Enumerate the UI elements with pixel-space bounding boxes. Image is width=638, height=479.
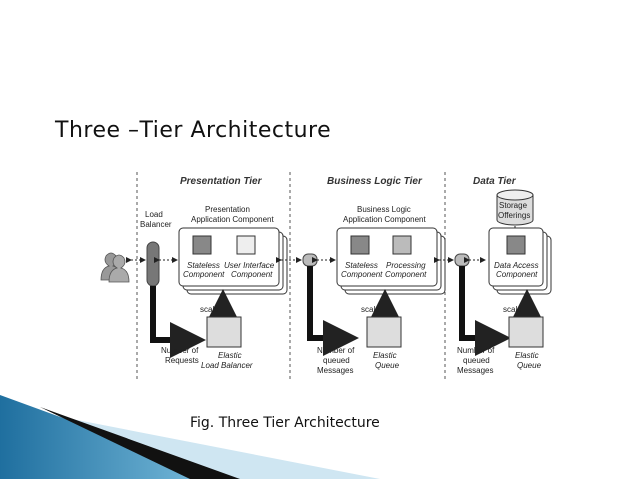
processing-gear-icon — [392, 235, 412, 255]
data-access-icon — [506, 235, 526, 255]
presentation-comp-label-1: Presentation — [205, 205, 250, 214]
data-queue-icon — [454, 253, 470, 267]
slide-title: Three –Tier Architecture — [55, 118, 332, 143]
business-metric-label-3: Messages — [317, 366, 353, 375]
presentation-scale-label: scale — [200, 305, 219, 314]
business-stateless-label-2: Component — [341, 270, 383, 279]
business-elastic-queue-icon — [366, 316, 402, 348]
data-access-label-2: Component — [496, 270, 538, 279]
load-balancer-icon — [146, 241, 160, 287]
processing-label-1: Processing — [386, 261, 426, 270]
presentation-metric-arrow — [150, 286, 206, 358]
data-access-component-box — [488, 227, 544, 287]
stateless-label-1: Stateless — [187, 261, 220, 270]
decorative-swoosh — [0, 395, 380, 479]
business-comp-label-1: Business Logic — [357, 205, 411, 214]
data-elastic-label-2: Queue — [517, 361, 542, 370]
data-elastic-label-1: Elastic — [515, 351, 539, 360]
users-icon — [100, 252, 130, 283]
presentation-tier-label: Presentation Tier — [180, 176, 263, 187]
business-elastic-label-2: Queue — [375, 361, 400, 370]
message-queue-icon — [302, 253, 318, 267]
stateless-label-2: Component — [183, 270, 225, 279]
presentation-metric-label-1: Number of — [161, 346, 199, 355]
storage-label-1: Storage — [499, 201, 528, 210]
business-metric-arrow — [307, 266, 359, 356]
presentation-comp-label-2: Application Component — [191, 215, 274, 224]
ui-label-1: User Interface — [224, 261, 275, 270]
elastic-load-balancer-icon — [206, 316, 242, 348]
data-elastic-queue-icon — [508, 316, 544, 348]
load-balancer-label-1: Load — [145, 210, 163, 219]
presentation-elastic-label-2: Load Balancer — [201, 361, 253, 370]
data-metric-arrow — [459, 266, 511, 356]
business-stateless-icon — [350, 235, 370, 255]
data-scale-label: scale — [503, 305, 522, 314]
data-access-label-1: Data Access — [494, 261, 539, 270]
business-stateless-label-1: Stateless — [345, 261, 378, 270]
processing-label-2: Component — [385, 270, 427, 279]
business-metric-label-2: queued — [323, 356, 350, 365]
ui-label-2: Component — [231, 270, 273, 279]
user-interface-icon — [236, 235, 256, 255]
storage-offerings-icon — [496, 189, 534, 226]
business-scale-label: scale — [361, 305, 380, 314]
data-metric-label-3: Messages — [457, 366, 493, 375]
three-tier-diagram: Presentation Tier Business Logic Tier Da… — [100, 172, 552, 382]
business-metric-label-1: Number of — [317, 346, 355, 355]
figure-caption: Fig. Three Tier Architecture — [190, 415, 380, 431]
stateless-component-icon — [192, 235, 212, 255]
presentation-elastic-label-1: Elastic — [218, 351, 242, 360]
business-comp-label-2: Application Component — [343, 215, 426, 224]
business-elastic-label-1: Elastic — [373, 351, 397, 360]
data-metric-label-1: Number of — [457, 346, 495, 355]
data-tier-label: Data Tier — [473, 176, 517, 187]
data-metric-label-2: queued — [463, 356, 490, 365]
presentation-metric-label-2: Requests — [165, 356, 199, 365]
business-tier-label: Business Logic Tier — [327, 176, 423, 187]
storage-label-2: Offerings — [498, 211, 530, 220]
load-balancer-label-2: Balancer — [140, 220, 172, 229]
